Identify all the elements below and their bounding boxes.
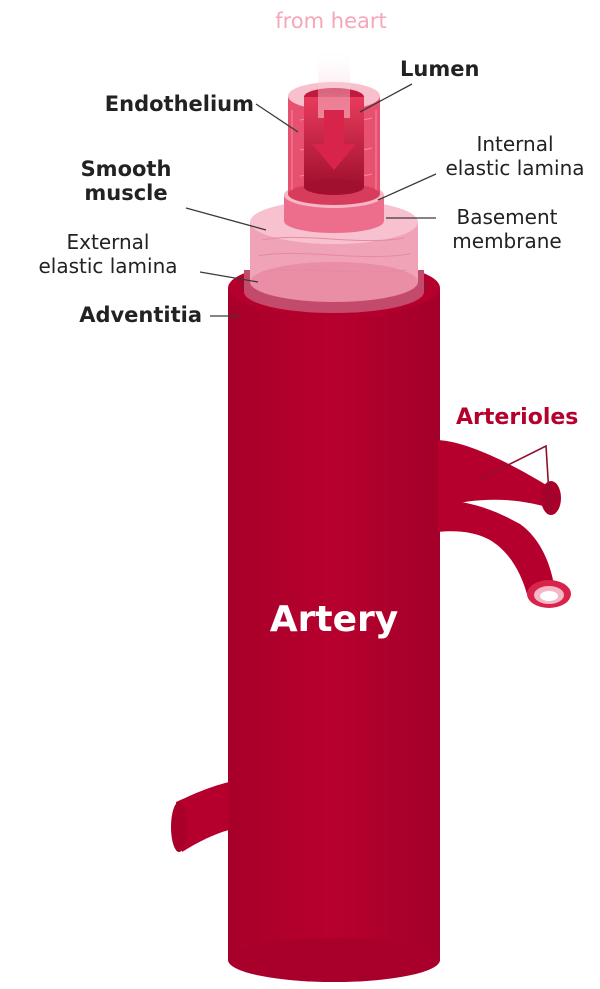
right-arterioles — [438, 440, 571, 608]
external-elastic-lamina-label-line1: External — [10, 230, 206, 254]
internal-elastic-lamina-label: Internal elastic lamina — [430, 132, 600, 180]
flow-label: from heart — [260, 9, 402, 33]
smooth-muscle-label-line2: muscle — [56, 181, 196, 205]
adventitia-label: Adventitia — [20, 303, 202, 327]
internal-elastic-lamina-label-line1: Internal — [430, 132, 600, 156]
artery-label: Artery — [244, 600, 424, 640]
basement-membrane-label-line1: Basement — [432, 205, 582, 229]
internal-elastic-lamina-label-line2: elastic lamina — [430, 156, 600, 180]
endothelium-label: Endothelium — [34, 92, 254, 116]
external-elastic-lamina-label: External elastic lamina — [10, 230, 206, 278]
basement-membrane-label: Basement membrane — [432, 205, 582, 253]
smooth-muscle-label: Smooth muscle — [56, 157, 196, 205]
smooth-muscle-label-line1: Smooth — [56, 157, 196, 181]
lower-left-arteriole — [171, 782, 229, 852]
internal-elastic-lamina-leader — [378, 174, 436, 200]
arterioles-label: Arterioles — [456, 406, 578, 430]
lumen-label: Lumen — [400, 57, 479, 81]
external-elastic-lamina-label-line2: elastic lamina — [10, 254, 206, 278]
blood-flow-arrow — [312, 48, 356, 170]
basement-membrane-label-line2: membrane — [432, 229, 582, 253]
